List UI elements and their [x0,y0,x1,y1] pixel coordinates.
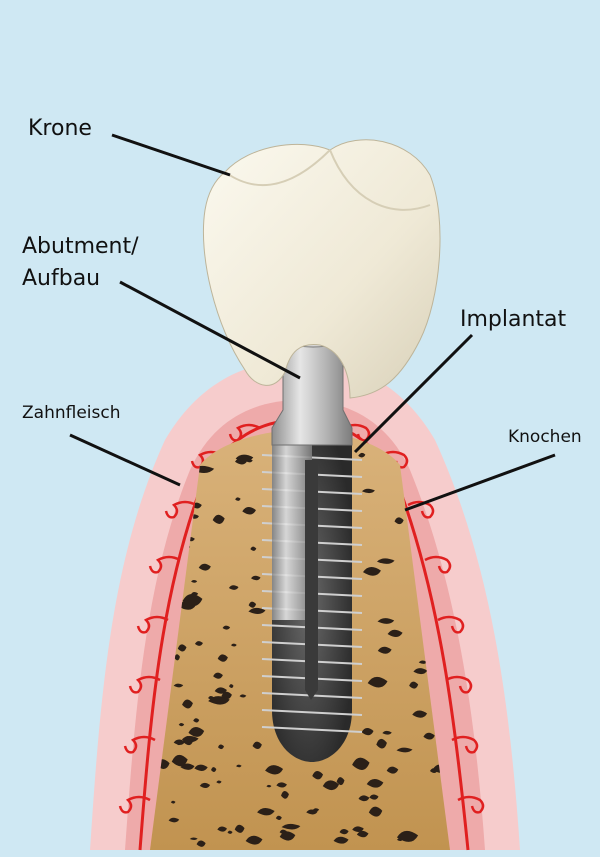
label-crown: Krone [28,116,92,141]
label-bone: Knochen [508,427,582,447]
label-implant: Implantat [460,307,567,332]
label-abutment-line2: Aufbau [22,266,100,291]
implant-body [262,440,362,762]
label-abutment-line1: Abutment/ [22,234,139,259]
label-gum: Zahnfleisch [22,403,120,423]
